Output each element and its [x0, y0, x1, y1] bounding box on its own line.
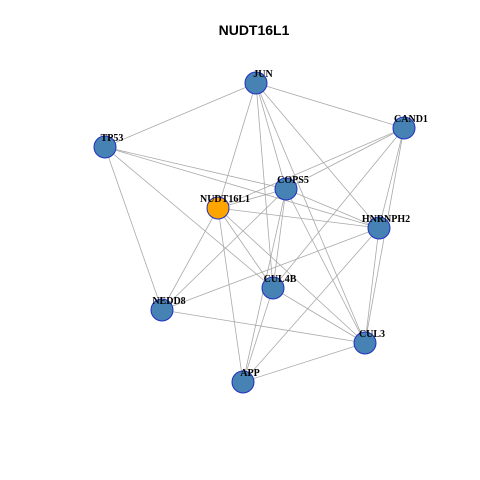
node-cul3: [353, 331, 377, 355]
edge-nudt16l1-app: [217, 207, 244, 383]
edge-tp53-nedd8: [104, 146, 163, 311]
edge-cand1-nudt16l1: [217, 127, 405, 209]
node-cul4b: [261, 276, 285, 300]
edge-cul3-app: [242, 342, 366, 383]
edge-cops5-hnrnph2: [285, 188, 380, 229]
edge-nedd8-cul3: [161, 309, 366, 344]
edge-cops5-cul3: [285, 188, 366, 344]
node-label-hnrnph2: HNRNPH2: [362, 214, 410, 225]
edge-nudt16l1-hnrnph2: [217, 207, 380, 229]
edge-nudt16l1-cul3: [217, 207, 366, 344]
edge-jun-nudt16l1: [217, 82, 257, 209]
edge-cops5-cul4b: [272, 188, 287, 289]
node-label-jun: JUN: [253, 69, 273, 80]
node-cand1: [392, 116, 416, 140]
edge-jun-cul3: [255, 82, 366, 344]
edge-nudt16l1-cul4b: [217, 207, 274, 289]
node-nedd8: [150, 298, 174, 322]
edge-cops5-nedd8: [161, 188, 287, 311]
node-label-app: APP: [240, 368, 259, 379]
edge-jun-cops5: [255, 82, 287, 190]
edge-cand1-cops5: [285, 127, 405, 190]
edge-jun-cul4b: [255, 82, 274, 289]
node-cops5: [274, 177, 298, 201]
node-hnrnph2: [367, 216, 391, 240]
edge-tp53-hnrnph2: [104, 146, 380, 229]
node-label-nudt16l1: NUDT16L1: [200, 194, 250, 205]
node-tp53: [93, 135, 117, 159]
diagram-title: NUDT16L1: [219, 22, 290, 38]
edge-tp53-cul4b: [104, 146, 274, 289]
node-jun: [244, 71, 268, 95]
edge-jun-tp53: [104, 82, 257, 148]
edge-tp53-cops5: [104, 146, 287, 190]
node-label-cand1: CAND1: [394, 114, 428, 125]
node-app: [231, 370, 255, 394]
node-label-nedd8: NEDD8: [152, 296, 185, 307]
node-label-tp53: TP53: [101, 133, 124, 144]
node-nudt16l1: [206, 196, 230, 220]
edge-cand1-cul4b: [272, 127, 405, 289]
edge-cul4b-app: [242, 287, 274, 383]
edge-cul4b-cul3: [272, 287, 366, 344]
edge-jun-hnrnph2: [255, 82, 380, 229]
node-label-cul4b: CUL4B: [264, 274, 297, 285]
edge-hnrnph2-cul3: [364, 227, 380, 344]
edge-nudt16l1-cops5: [217, 188, 287, 209]
edge-cand1-hnrnph2: [378, 127, 405, 229]
edge-hnrnph2-nedd8: [161, 227, 380, 311]
edge-nudt16l1-nedd8: [161, 207, 219, 311]
node-label-cops5: COPS5: [277, 175, 309, 186]
edge-jun-cand1: [255, 82, 405, 129]
edge-hnrnph2-app: [242, 227, 380, 383]
node-layer: [93, 71, 416, 394]
node-label-cul3: CUL3: [359, 329, 385, 340]
